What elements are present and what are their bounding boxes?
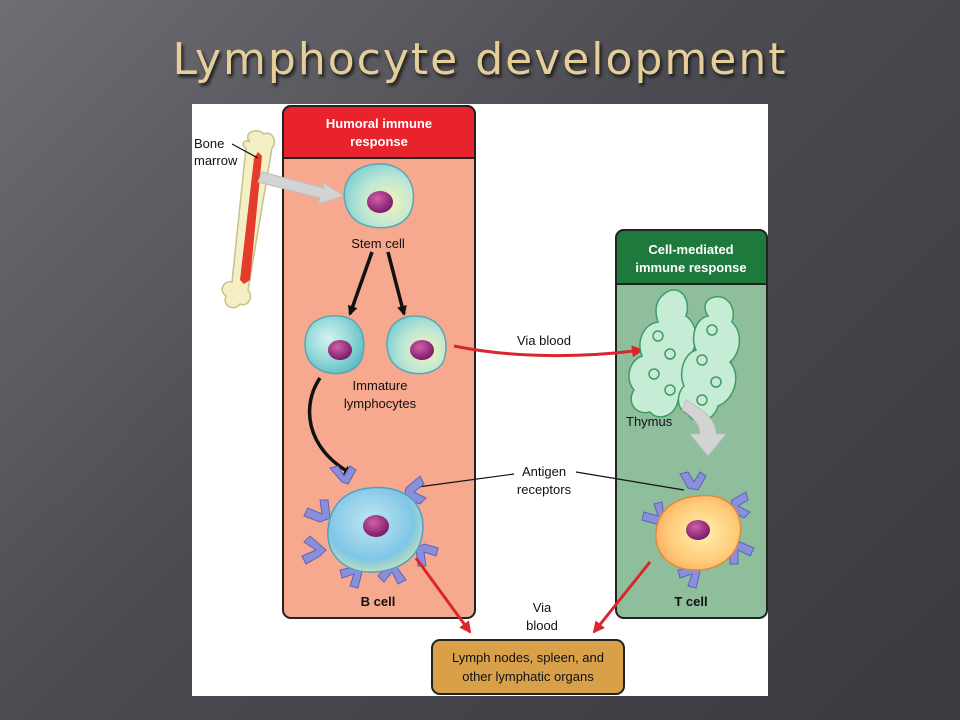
humoral-header-line1: Humoral immune bbox=[326, 116, 432, 131]
b-cell bbox=[301, 465, 439, 589]
immature-lymphocyte-right bbox=[386, 315, 447, 375]
lymph-box-line2: other lymphatic organs bbox=[462, 669, 594, 684]
b-cell-label: B cell bbox=[361, 594, 396, 609]
lymphocyte-diagram: Humoral immune response Cell-mediated im… bbox=[194, 105, 768, 695]
via-blood-arrow-top bbox=[453, 344, 644, 358]
thymus-label: Thymus bbox=[626, 414, 673, 429]
t-cell bbox=[641, 471, 755, 589]
immature-label-line2: lymphocytes bbox=[344, 396, 417, 411]
thymus-to-tcell-arrow bbox=[681, 399, 728, 457]
marrow-to-stem-arrow bbox=[257, 171, 346, 205]
bone-label-line2: marrow bbox=[194, 153, 238, 168]
stem-to-immature-arrow-left bbox=[347, 251, 374, 316]
t-cell-label: T cell bbox=[674, 594, 707, 609]
tcell-to-lymph-arrow bbox=[592, 561, 652, 634]
via-blood-bottom-line1: Via bbox=[533, 600, 552, 615]
immature-label-line1: Immature bbox=[353, 378, 408, 393]
stem-to-immature-arrow-right bbox=[386, 251, 407, 316]
bone-label-line1: Bone bbox=[194, 136, 224, 151]
antigen-leader-tcell bbox=[575, 471, 685, 491]
immature-to-bcell-arrow bbox=[307, 377, 354, 476]
lymph-organs-box bbox=[431, 639, 625, 695]
antigen-label-line2: receptors bbox=[517, 482, 572, 497]
antigen-leader-bcell bbox=[417, 473, 515, 488]
immature-lymphocyte-left bbox=[304, 315, 365, 375]
stem-cell-label: Stem cell bbox=[351, 236, 405, 251]
cell-mediated-header-line1: Cell-mediated bbox=[648, 242, 733, 257]
humoral-header bbox=[282, 105, 476, 159]
via-blood-bottom-line2: blood bbox=[526, 618, 558, 633]
diagram-panel: Humoral immune response Cell-mediated im… bbox=[192, 104, 768, 696]
humoral-column: Humoral immune response bbox=[282, 105, 476, 619]
bone-label-leader bbox=[231, 143, 259, 159]
lymph-box-line1: Lymph nodes, spleen, and bbox=[452, 650, 604, 665]
via-blood-top-label: Via blood bbox=[517, 333, 571, 348]
antigen-label-line1: Antigen bbox=[522, 464, 566, 479]
bcell-to-lymph-arrow bbox=[414, 557, 472, 634]
slide-title: Lymphocyte development bbox=[172, 34, 788, 85]
cell-mediated-header-line2: immune response bbox=[635, 260, 746, 275]
cell-mediated-header bbox=[615, 229, 768, 285]
stem-cell bbox=[343, 163, 415, 229]
humoral-header-line2: response bbox=[350, 134, 408, 149]
thymus-icon bbox=[628, 289, 741, 422]
